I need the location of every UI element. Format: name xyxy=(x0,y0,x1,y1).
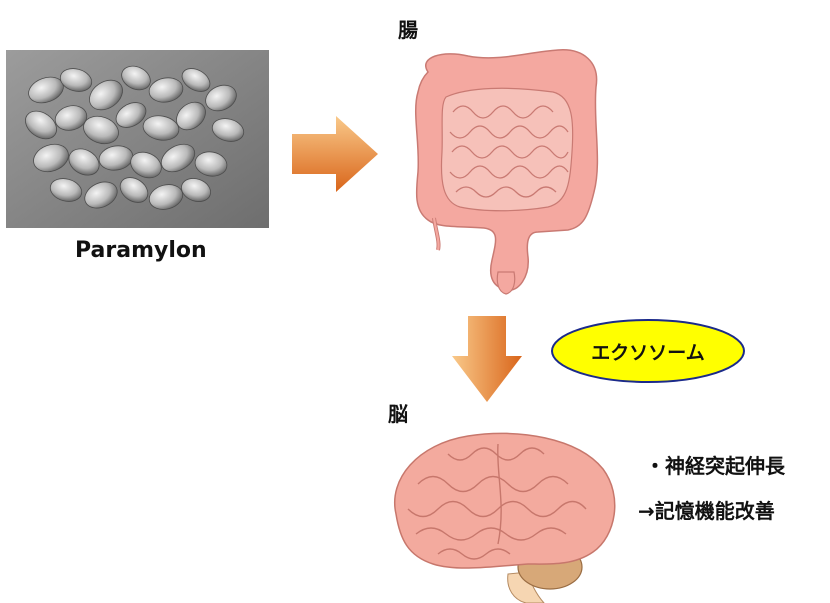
effect-memory-improvement: →記憶機能改善 xyxy=(638,495,775,524)
paramylon-granules xyxy=(6,50,269,228)
intestine-label: 腸 xyxy=(398,14,418,43)
down-arrow-icon xyxy=(452,316,522,402)
right-arrow-icon xyxy=(292,116,378,192)
effect-neurite-outgrowth: ・神経突起伸長 xyxy=(645,450,785,479)
brain-label: 脳 xyxy=(388,398,408,427)
exosome-label: エクソソーム xyxy=(550,318,746,384)
brain-illustration xyxy=(378,424,626,603)
paramylon-photo xyxy=(6,50,269,228)
paramylon-caption: Paramylon xyxy=(75,238,207,263)
intestine-illustration xyxy=(388,42,614,296)
